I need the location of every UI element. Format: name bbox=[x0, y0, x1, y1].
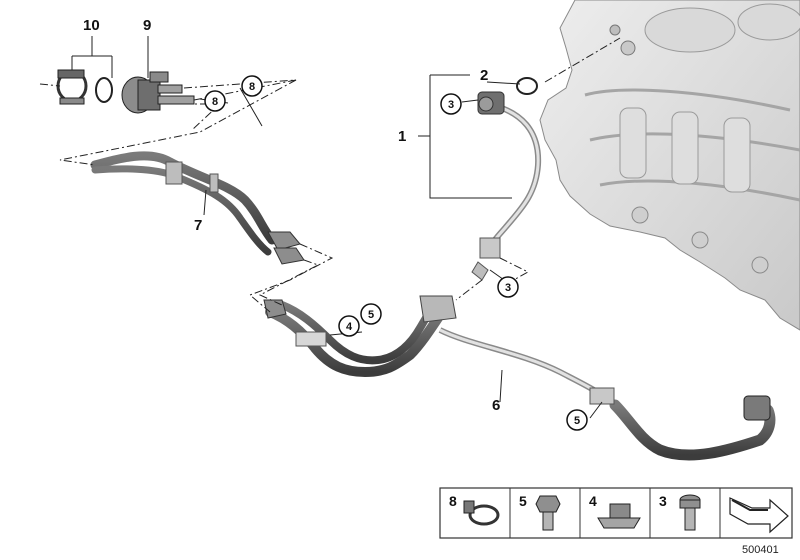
valve-part-9 bbox=[121, 71, 195, 114]
callout-1: 1 bbox=[398, 128, 406, 145]
circled-callout-8-b: 8 bbox=[204, 90, 226, 112]
svg-text:8: 8 bbox=[249, 81, 255, 93]
oil-line-part-1 bbox=[471, 91, 542, 281]
callout-7: 7 bbox=[194, 217, 202, 234]
circled-callout-5-a: 5 bbox=[360, 303, 382, 325]
legend-item-3: 3 bbox=[659, 493, 701, 531]
hose-lower-bundle bbox=[263, 295, 457, 378]
parts-legend: 8 5 4 3 bbox=[439, 487, 793, 539]
circled-callout-3-b: 3 bbox=[497, 276, 519, 298]
arrow-icon bbox=[729, 497, 789, 534]
svg-text:3: 3 bbox=[505, 282, 511, 294]
svg-text:4: 4 bbox=[589, 493, 597, 509]
callout-9: 9 bbox=[143, 17, 151, 34]
torx-screw-icon bbox=[679, 494, 701, 531]
svg-text:3: 3 bbox=[448, 99, 454, 111]
svg-text:8: 8 bbox=[212, 96, 218, 108]
callout-6: 6 bbox=[492, 397, 500, 414]
svg-text:4: 4 bbox=[346, 321, 353, 333]
legend-item-arrow bbox=[729, 497, 789, 534]
svg-text:3: 3 bbox=[659, 493, 667, 509]
clip-nut-icon bbox=[597, 503, 641, 529]
svg-text:5: 5 bbox=[574, 415, 580, 427]
callout-10: 10 bbox=[83, 17, 100, 34]
diagram-id: 500401 bbox=[742, 544, 779, 556]
clamp-part-10 bbox=[56, 69, 113, 105]
legend-item-5: 5 bbox=[519, 493, 561, 531]
circled-callout-8-a: 8 bbox=[241, 75, 263, 97]
hose-part-7 bbox=[90, 151, 305, 265]
hex-bolt-icon bbox=[535, 495, 561, 531]
engine-block bbox=[539, 0, 800, 331]
pipe-part-6 bbox=[438, 327, 776, 461]
svg-text:8: 8 bbox=[449, 493, 457, 509]
svg-text:5: 5 bbox=[368, 309, 374, 321]
svg-text:5: 5 bbox=[519, 493, 527, 509]
circled-callout-3-a: 3 bbox=[440, 93, 462, 115]
callout-2: 2 bbox=[480, 67, 488, 84]
legend-item-8: 8 bbox=[449, 493, 500, 526]
legend-item-4: 4 bbox=[589, 493, 641, 529]
circled-callout-5-b: 5 bbox=[566, 409, 588, 431]
hose-clamp-icon bbox=[463, 500, 500, 526]
circled-callout-4: 4 bbox=[338, 315, 360, 337]
o-ring-part-2 bbox=[516, 77, 538, 95]
